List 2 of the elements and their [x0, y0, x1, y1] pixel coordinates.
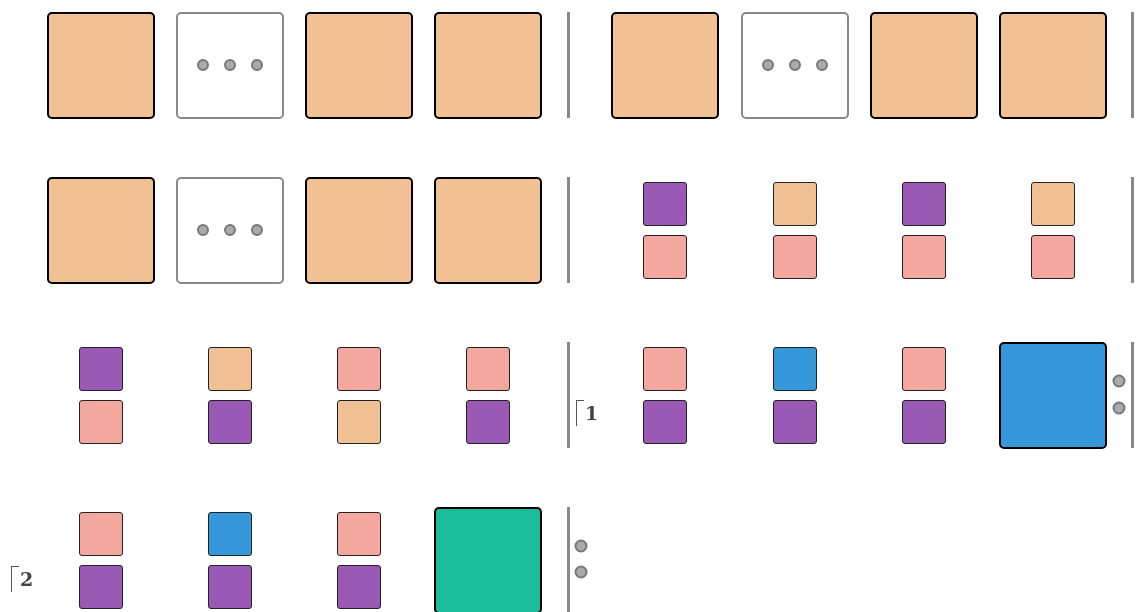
ending-number: 1: [585, 402, 599, 424]
ending-number: 2: [20, 568, 34, 590]
